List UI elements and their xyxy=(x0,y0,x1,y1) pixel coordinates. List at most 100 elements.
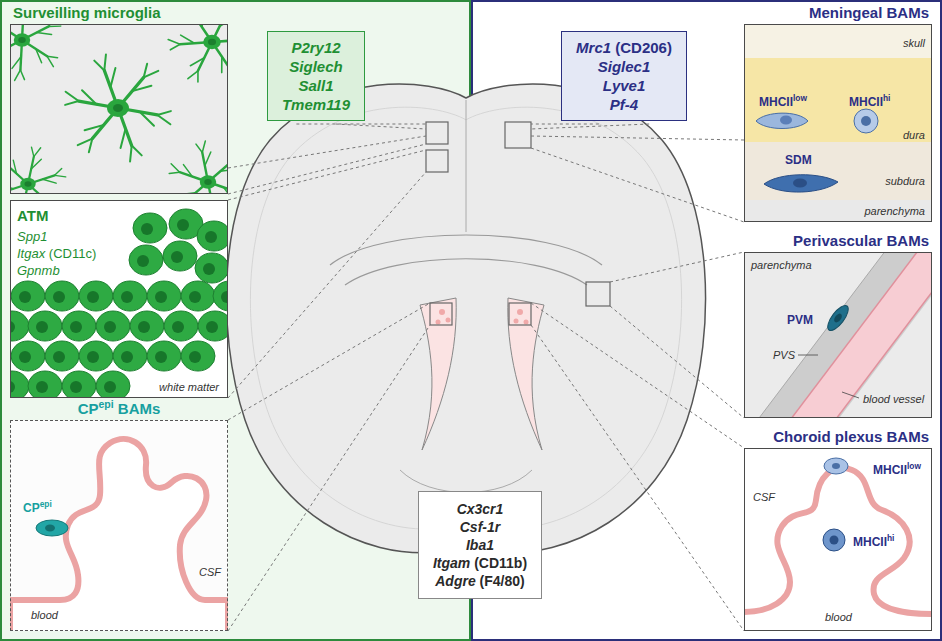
cell-nucleus xyxy=(137,255,149,267)
cell-nucleus xyxy=(113,104,123,112)
cell-nucleus xyxy=(45,525,55,532)
leader-line xyxy=(531,303,744,448)
leader-line xyxy=(531,148,744,222)
illustration-box: Surveilling microglia xyxy=(10,24,228,194)
atm-cell xyxy=(163,241,197,271)
microglia-process xyxy=(197,71,199,82)
atm-cell xyxy=(213,281,228,311)
cell-nucleus xyxy=(87,291,99,303)
microglia-cell xyxy=(10,24,61,80)
zoom-square xyxy=(430,303,452,325)
cell-nucleus xyxy=(177,219,189,231)
microglia-process xyxy=(110,68,115,87)
cell-label: MHCIIhi xyxy=(853,535,894,549)
cell-nucleus xyxy=(206,321,218,333)
gene-name: Gpnmb xyxy=(17,263,60,279)
region-label: PVS xyxy=(773,349,795,362)
leader-lines xyxy=(228,136,744,631)
superscript: epi xyxy=(99,398,114,410)
gene-name: Lyve1 xyxy=(576,76,672,95)
gene-name: Pf-4 xyxy=(576,95,672,114)
microglia-soma xyxy=(107,99,129,117)
region-label: CSF xyxy=(753,491,775,504)
region-label: blood xyxy=(31,609,58,622)
region-label: CSF xyxy=(199,566,221,579)
leader-line xyxy=(228,144,426,194)
microglia-cell xyxy=(168,24,228,82)
atm-cell xyxy=(28,371,62,398)
microglia-process xyxy=(144,64,147,78)
cp-epi-drawing xyxy=(10,439,228,631)
microglia-cell xyxy=(65,54,171,161)
sdm-cell xyxy=(764,175,838,192)
cell-nucleus xyxy=(25,181,32,187)
leader-line xyxy=(531,136,744,140)
choroid-plexus-dots xyxy=(436,309,529,325)
atm-cell xyxy=(181,281,215,311)
microglia-process xyxy=(171,164,180,172)
cell-nucleus xyxy=(70,381,82,393)
atm-cell xyxy=(62,311,96,341)
gene-name: Adgre (F4/80) xyxy=(433,572,527,590)
atm-cell xyxy=(79,341,113,371)
panel-heading: Surveilling microglia xyxy=(13,4,161,22)
microglia-process xyxy=(169,172,179,173)
leader-line xyxy=(610,252,744,282)
cell-nucleus xyxy=(221,291,228,303)
microglia-soma xyxy=(203,35,221,49)
superscript: hi xyxy=(883,93,890,103)
atm-cell xyxy=(198,311,228,341)
leader-line xyxy=(531,124,649,129)
cell-nucleus xyxy=(19,351,31,363)
cell-nucleus xyxy=(204,179,212,185)
zoom-square xyxy=(509,303,531,325)
cell-label: CPepi xyxy=(23,501,52,515)
parenchyma-layer xyxy=(744,200,932,222)
atm-cell xyxy=(129,245,163,275)
microglia-soma xyxy=(14,33,31,47)
microglia-process xyxy=(15,70,21,81)
corpus-callosum xyxy=(330,235,602,265)
illustration-box: Meningeal BAMsskullMHCIIlowMHCIIhiduraSD… xyxy=(744,24,932,222)
atm-cell xyxy=(164,311,198,341)
gene-name: Itgam (CD11b) xyxy=(433,554,527,572)
gene-name: P2ry12 xyxy=(282,38,350,57)
atm-cell xyxy=(10,371,29,398)
superscript: low xyxy=(793,93,807,103)
panel-heading: ATM xyxy=(17,207,48,225)
leader-line xyxy=(228,172,426,398)
leader-line xyxy=(228,136,426,168)
microglia-process xyxy=(43,179,56,183)
atm-cell xyxy=(147,341,181,371)
gene-name: Siglec1 xyxy=(576,57,672,76)
choroid-epithelium xyxy=(10,439,228,631)
cell-label: MHCIIhi xyxy=(849,95,890,109)
microglia-process xyxy=(20,70,24,80)
microglia-process xyxy=(49,25,61,27)
leader-line xyxy=(336,124,426,129)
microglia-process xyxy=(157,115,170,124)
gene-name: Spp1 xyxy=(17,229,47,245)
atm-cell xyxy=(96,371,130,398)
atm-cell xyxy=(113,341,147,371)
microglia-process xyxy=(188,71,198,79)
atm-cell xyxy=(11,341,45,371)
cell-nucleus xyxy=(53,291,65,303)
choroid-plexus-drawing xyxy=(744,458,932,614)
gene-name: Tmem119 xyxy=(282,95,350,114)
cell-nucleus xyxy=(830,536,839,545)
atm-cell xyxy=(11,281,45,311)
microglia-process xyxy=(190,58,204,66)
midline xyxy=(466,100,467,232)
microglia-process xyxy=(157,111,170,115)
atm-cell xyxy=(96,311,130,341)
protein-name: (F4/80) xyxy=(480,573,525,589)
cell-label: SDM xyxy=(785,153,812,167)
plexus-dot xyxy=(517,309,523,315)
microglia-process xyxy=(94,61,104,71)
cell-nucleus xyxy=(18,37,26,43)
marker-box: Cx3cr1Csf-1rIba1Itgam (CD11b)Adgre (F4/8… xyxy=(418,491,542,599)
leader-line xyxy=(610,306,744,418)
